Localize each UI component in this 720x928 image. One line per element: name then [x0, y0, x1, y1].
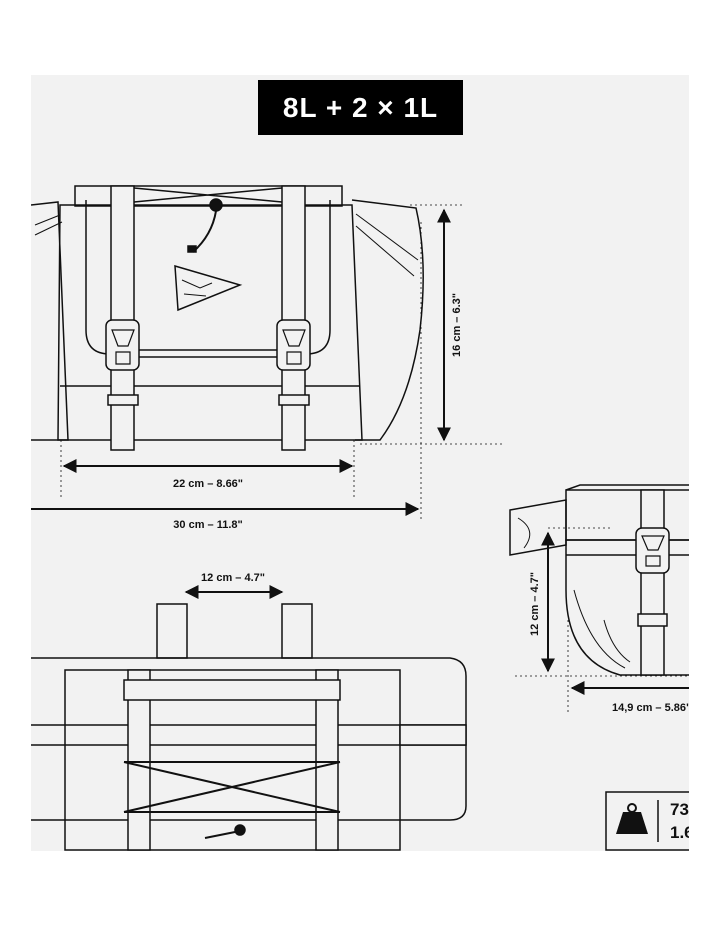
front-total-width-label: 30 cm – 11.8" — [173, 519, 242, 531]
front-right-pocket — [351, 199, 424, 441]
weight-icon — [616, 803, 648, 834]
front-lid — [74, 185, 343, 207]
top-strap-left — [156, 603, 188, 659]
top-lid — [64, 669, 401, 851]
diagram-canvas: 16 cm – 6.3" 22 cm – 8.66" 30 cm – 11.8"… — [31, 75, 689, 851]
front-inner-width-label: 22 cm – 8.66" — [173, 478, 243, 490]
front-body — [57, 204, 363, 441]
side-height-label: 12 cm – 4.7" — [529, 572, 541, 636]
side-mount-bracket — [509, 499, 567, 556]
top-cord-toggle — [234, 824, 246, 836]
weight-line1: 73 — [670, 800, 689, 819]
front-strap-right — [281, 185, 306, 451]
top-strap-lower-right — [315, 669, 339, 851]
front-strap-left — [110, 185, 135, 451]
top-strap-lower-left — [127, 669, 151, 851]
side-depth-label: 14,9 cm – 5.86" — [612, 702, 689, 714]
side-view — [509, 484, 689, 676]
top-crossbar — [123, 679, 341, 701]
side-strap — [640, 489, 665, 676]
front-cord-toggle — [209, 198, 223, 212]
side-lid — [565, 489, 689, 541]
front-view — [31, 185, 424, 451]
top-strap-spacing-label: 12 cm – 4.7" — [201, 572, 265, 584]
top-strap-right — [281, 603, 313, 659]
side-body — [565, 539, 689, 676]
logo-patch — [174, 264, 243, 312]
front-buckle-left — [105, 319, 140, 371]
front-left-pocket — [31, 201, 69, 441]
front-buckle-right — [276, 319, 311, 371]
weight-box: 73 1.6 — [605, 791, 689, 851]
capacity-banner: 8L + 2 × 1L — [258, 80, 463, 135]
front-height-label: 16 cm – 6.3" — [451, 293, 463, 357]
top-view — [31, 603, 467, 851]
bag-technical-drawing: 16 cm – 6.3" 22 cm – 8.66" 30 cm – 11.8"… — [31, 185, 689, 851]
weight-line2: 1.6 — [670, 823, 689, 842]
front-bungee — [133, 187, 283, 203]
top-bungee — [123, 761, 341, 813]
